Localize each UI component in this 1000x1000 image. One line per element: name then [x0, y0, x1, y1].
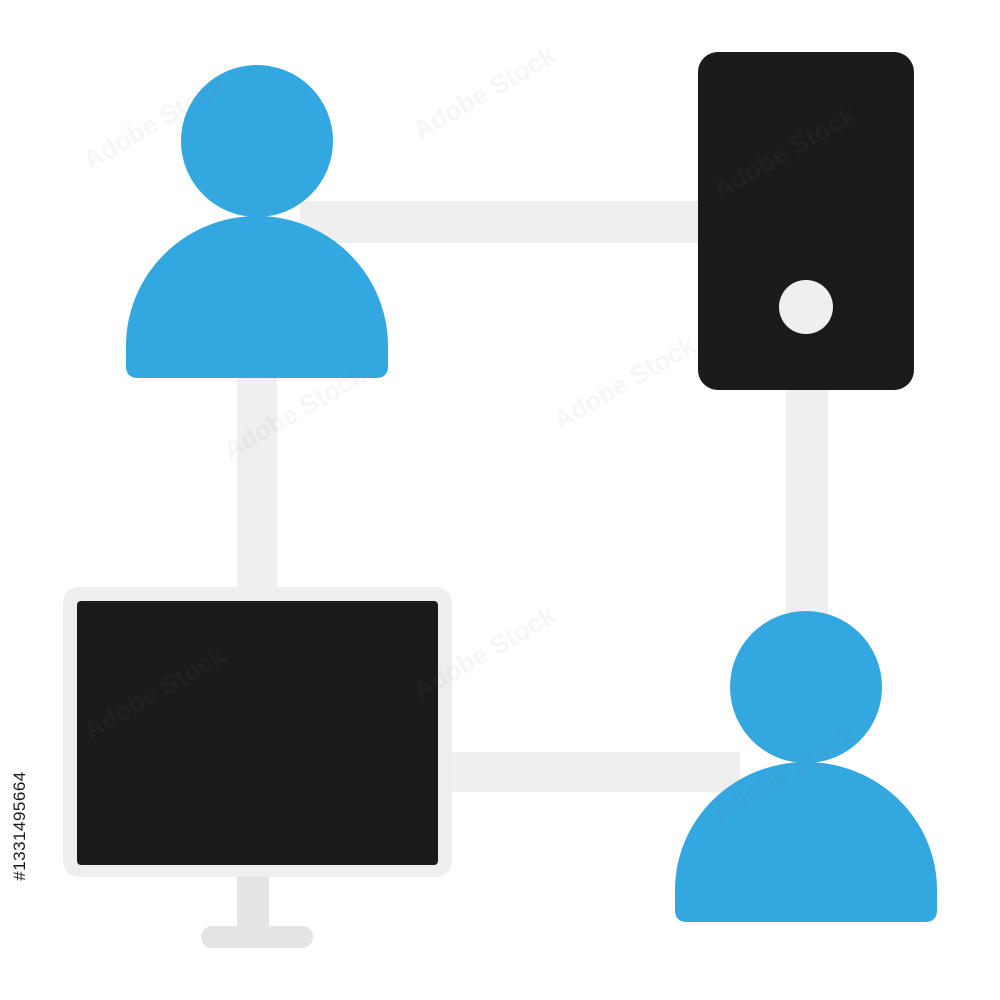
connector-lines [237, 201, 828, 792]
svg-text:Adobe Stock: Adobe Stock [548, 329, 701, 435]
svg-text:Adobe Stock: Adobe Stock [408, 39, 561, 145]
desktop-monitor-icon [63, 587, 452, 948]
user-icon [675, 611, 937, 922]
stock-id-label: #1331495664 [2, 756, 38, 896]
connector-user-to-monitor [237, 370, 277, 600]
connector-server-to-user [786, 380, 828, 630]
user-icon [126, 65, 388, 378]
server-tower-icon [698, 52, 914, 390]
stock-id-text: #1331495664 [10, 771, 30, 881]
connector-user-to-server [300, 201, 710, 243]
monitor-screen [77, 601, 438, 865]
power-button-icon [779, 280, 833, 334]
connector-monitor-to-user [440, 752, 740, 792]
